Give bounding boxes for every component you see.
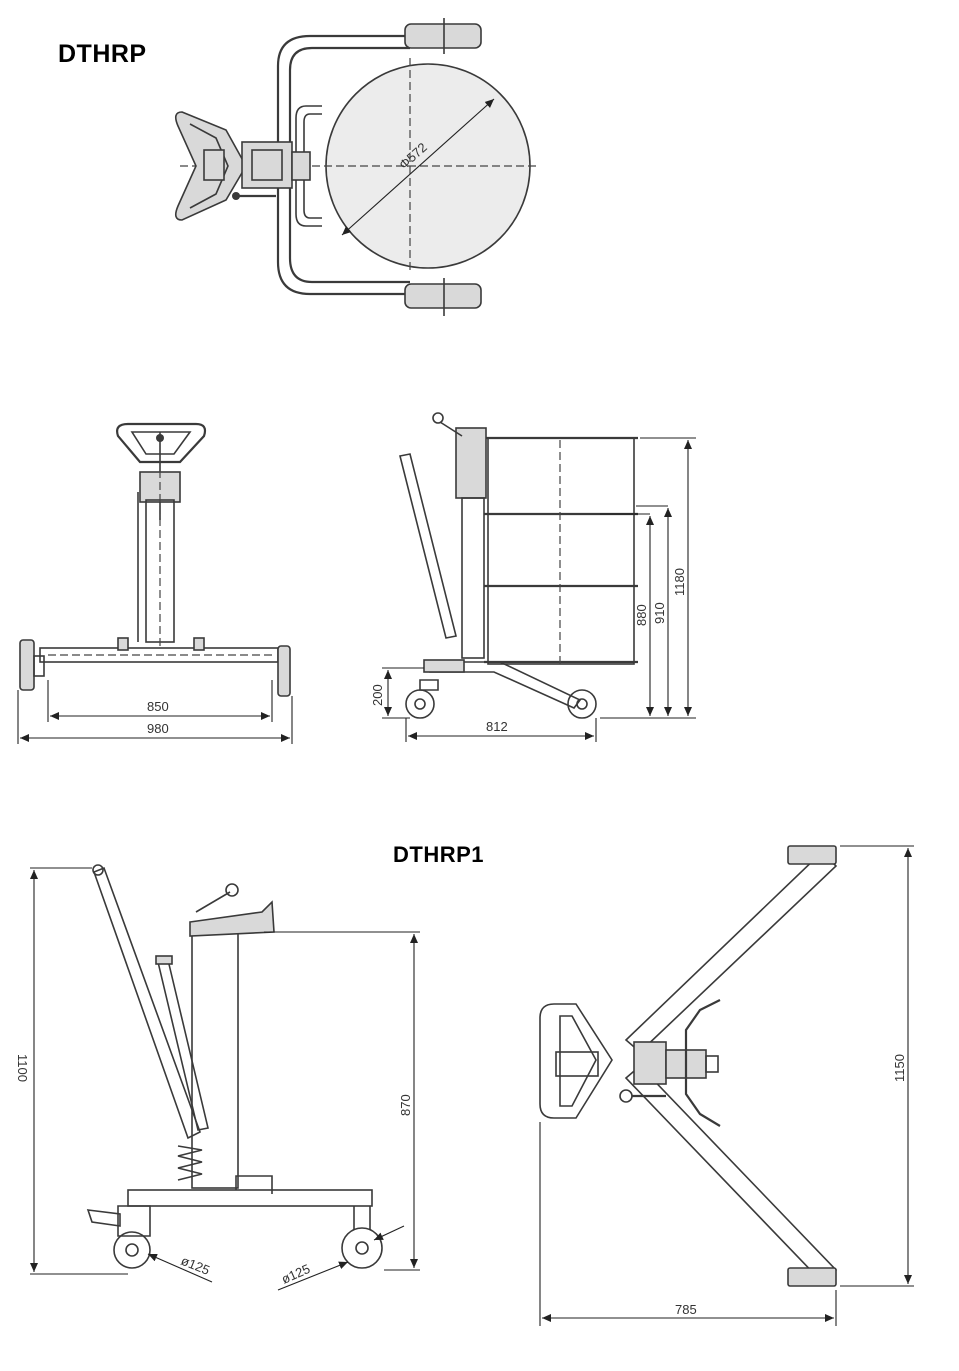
front-850-label: 850 [147,699,169,714]
side-1180-label: 1180 [672,568,687,596]
p1-1150-label: 1150 [892,1054,907,1082]
model-title-dthrp1: DTHRP1 [393,842,485,867]
p1-wheel-a-label: ø125 [179,1253,212,1278]
side-910-label: 910 [652,602,667,624]
model-title-dthrp: DTHRP [58,40,147,68]
p1-870-label: 870 [398,1094,413,1116]
side-view-dthrp [382,412,696,742]
front-980-label: 980 [147,721,169,736]
top-view-dthrp [174,18,540,316]
side-812-label: 812 [486,719,508,734]
top-view-dthrp1 [539,845,914,1326]
p1-785-label: 785 [675,1302,697,1317]
side-880-label: 880 [634,604,649,626]
side-200-label: 200 [370,684,385,706]
side-view-dthrp1 [30,864,420,1291]
p1-1100-label: 1100 [15,1054,30,1082]
front-view-dthrp [17,422,293,744]
